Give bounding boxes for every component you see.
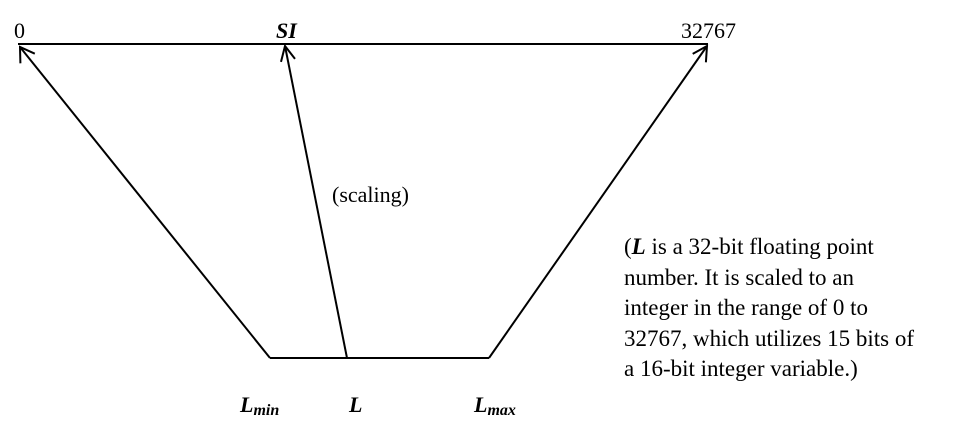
note-line-4: 32767, which utilizes 15 bits of	[624, 325, 915, 351]
arrow-l-to-si	[280, 43, 348, 359]
note-variable-l: L	[631, 234, 646, 259]
si-label: SI	[276, 18, 298, 43]
scale-min-label: 0	[14, 18, 25, 43]
explanation-note: (L is a 32-bit floating point number. It…	[624, 232, 959, 385]
note-line-1: (L is a 32-bit floating point	[624, 234, 874, 259]
l-min-label: Lmin	[239, 392, 279, 419]
scaling-label: (scaling)	[332, 182, 409, 207]
note-line-5: a 16-bit integer variable.)	[624, 356, 858, 381]
l-max-label: Lmax	[473, 392, 516, 419]
note-line-3: integer in the range of 0 to	[624, 295, 868, 320]
scale-max-label: 32767	[681, 18, 736, 43]
arrow-lmin-to-zero	[18, 45, 271, 359]
arrow-lmax-to-max	[488, 44, 709, 359]
note-line-2: number. It is scaled to an	[624, 264, 854, 290]
l-label: L	[348, 392, 362, 417]
